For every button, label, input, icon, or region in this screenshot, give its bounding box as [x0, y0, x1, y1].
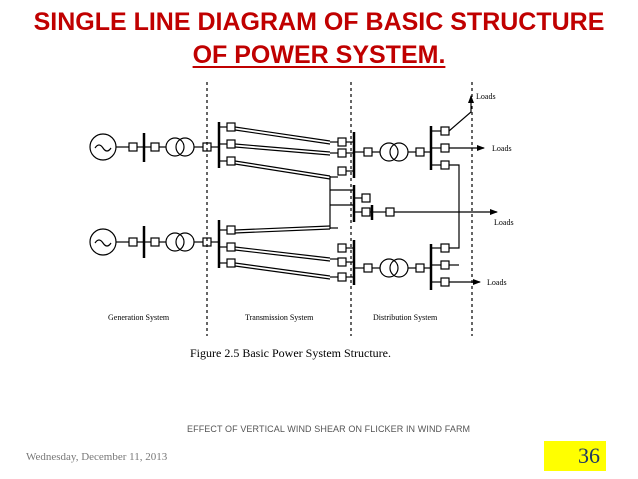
generator-1-transformer — [165, 137, 185, 157]
slide-title-line-2: OF POWER SYSTEM. — [192, 41, 446, 69]
generator-2 — [89, 220, 236, 268]
footer-date: Wednesday, December 11, 2013 — [26, 451, 168, 463]
generator-1 — [89, 122, 236, 168]
generator-1-breaker — [128, 142, 138, 152]
slide-title: SINGLE LINE DIAGRAM OF BASIC STRUCTURE O… — [0, 6, 638, 72]
load-label-1: Loads — [476, 92, 496, 101]
load-label-4: Loads — [487, 278, 507, 287]
figure-caption: Figure 2.5 Basic Power System Structure. — [190, 346, 391, 360]
load-connections — [448, 95, 485, 285]
section-label-transmission: Transmission System — [245, 313, 314, 322]
load-label-3: Loads — [494, 218, 514, 227]
page-number-badge: 36 — [544, 441, 606, 471]
section-label-generation: Generation System — [108, 313, 170, 322]
feeder-middle — [352, 185, 498, 222]
footer-topic: EFFECT OF VERTICAL WIND SHEAR ON FLICKER… — [187, 424, 471, 434]
slide-title-line-1: SINGLE LINE DIAGRAM OF BASIC STRUCTURE — [33, 8, 605, 36]
substation-upper — [330, 126, 450, 178]
section-label-distribution: Distribution System — [373, 313, 438, 322]
substation-lower — [330, 227, 450, 290]
load-label-2: Loads — [492, 144, 512, 153]
transmission-lines — [234, 126, 354, 280]
generator-2-transformer — [165, 232, 185, 252]
